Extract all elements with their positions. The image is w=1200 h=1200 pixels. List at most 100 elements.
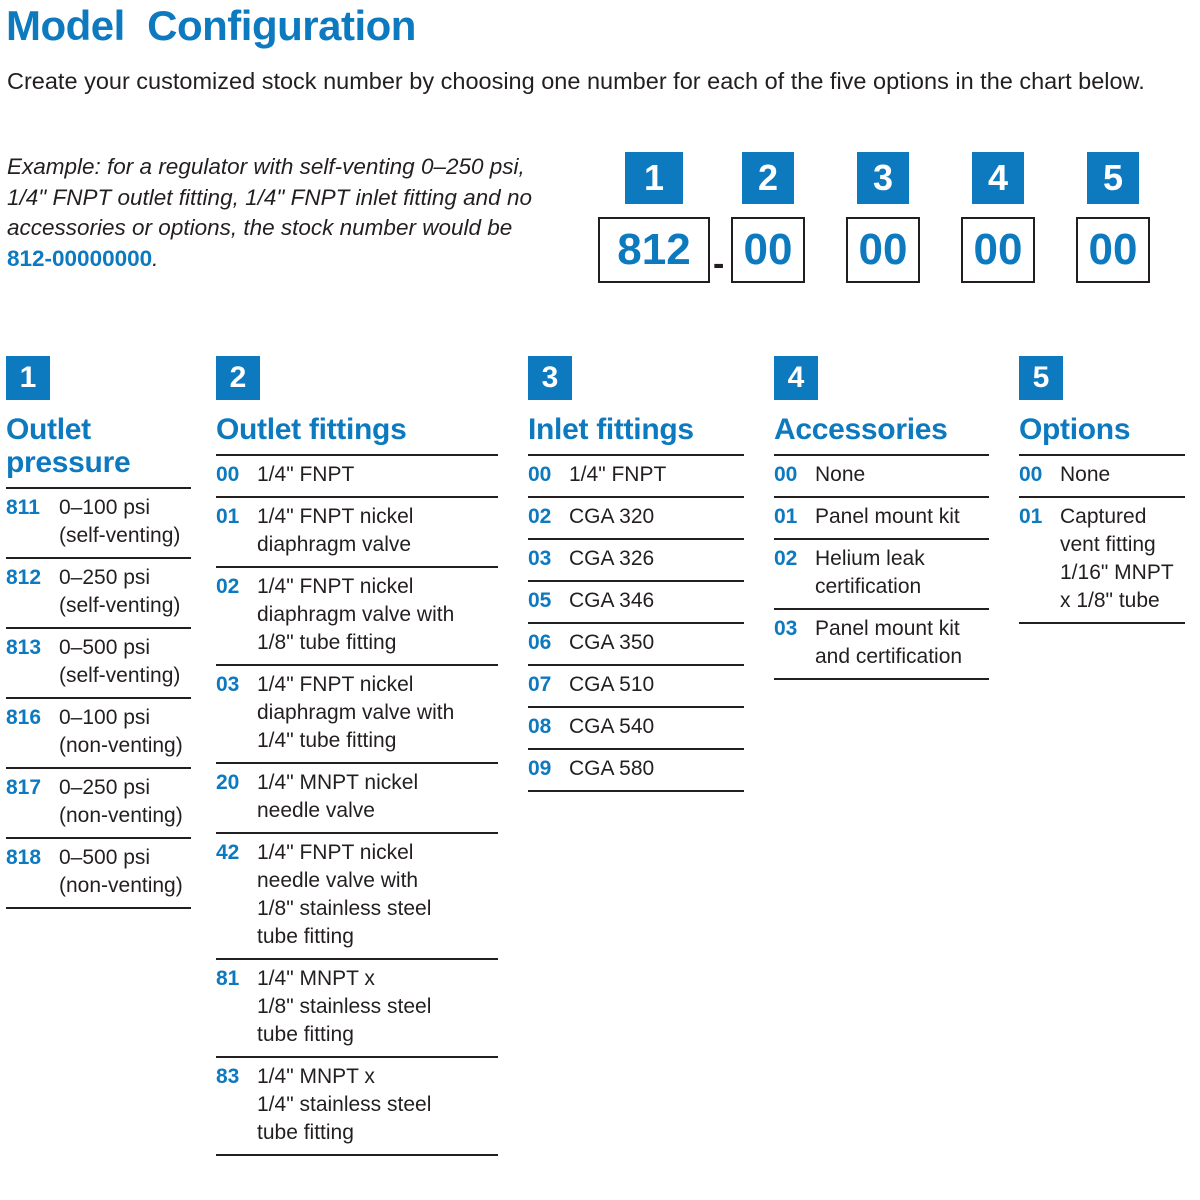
option-row[interactable]: 09 CGA 580 bbox=[528, 748, 744, 790]
option-column-3-title: Inlet fittings bbox=[528, 413, 694, 446]
option-description: CGA 510 bbox=[569, 673, 655, 696]
option-description: CGA 350 bbox=[569, 631, 655, 654]
option-column-outlet-pressure: 1 Outlet pressure 811 0–100 psi (self-ve… bbox=[6, 356, 191, 909]
option-row[interactable]: 00 1/4" FNPT bbox=[216, 454, 498, 496]
option-description: 1/4" FNPT nickel diaphragm valve with 1/… bbox=[257, 673, 455, 752]
option-code: 83 bbox=[216, 1065, 240, 1088]
column-closing-rule bbox=[528, 790, 744, 792]
option-description: None bbox=[1060, 463, 1111, 486]
option-description: 1/4" FNPT nickel diaphragm valve with 1/… bbox=[257, 575, 455, 654]
stock-slot-3: 3 00 bbox=[846, 152, 920, 283]
option-code: 05 bbox=[528, 589, 552, 612]
option-description: CGA 326 bbox=[569, 547, 655, 570]
option-row[interactable]: 812 0–250 psi (self-venting) bbox=[6, 557, 191, 627]
option-row[interactable]: 03 1/4" FNPT nickel diaphragm valve with… bbox=[216, 664, 498, 762]
option-row[interactable]: 08 CGA 540 bbox=[528, 706, 744, 748]
option-row[interactable]: 818 0–500 psi (non-venting) bbox=[6, 837, 191, 907]
option-row[interactable]: 03 CGA 326 bbox=[528, 538, 744, 580]
option-description: Panel mount kit and certification bbox=[815, 617, 963, 668]
option-column-4-title: Accessories bbox=[774, 413, 948, 446]
option-row[interactable]: 813 0–500 psi (self-venting) bbox=[6, 627, 191, 697]
option-description: Helium leak certification bbox=[815, 547, 925, 598]
option-code: 00 bbox=[216, 463, 240, 486]
option-row[interactable]: 01 Captured vent fitting 1/16" MNPT x 1/… bbox=[1019, 496, 1185, 622]
option-row[interactable]: 01 Panel mount kit bbox=[774, 496, 989, 538]
option-code: 816 bbox=[6, 706, 42, 729]
option-row[interactable]: 83 1/4" MNPT x 1/4" stainless steel tube… bbox=[216, 1056, 498, 1154]
option-description: 1/4" FNPT nickel diaphragm valve bbox=[257, 505, 414, 556]
option-code: 03 bbox=[528, 547, 552, 570]
stock-slot-5-value[interactable]: 00 bbox=[1076, 217, 1150, 283]
column-closing-rule bbox=[1019, 622, 1185, 624]
option-code: 00 bbox=[1019, 463, 1043, 486]
option-description: CGA 320 bbox=[569, 505, 655, 528]
option-row[interactable]: 07 CGA 510 bbox=[528, 664, 744, 706]
option-description: 0–500 psi (non-venting) bbox=[59, 846, 183, 897]
stock-slot-4-badge: 4 bbox=[972, 152, 1024, 204]
option-code: 42 bbox=[216, 841, 240, 864]
option-code: 01 bbox=[216, 505, 240, 528]
stock-slot-1-badge: 1 bbox=[625, 152, 683, 204]
stock-slot-1-value[interactable]: 812 bbox=[598, 217, 710, 283]
stock-slot-4-value[interactable]: 00 bbox=[961, 217, 1035, 283]
option-code: 02 bbox=[528, 505, 552, 528]
option-row[interactable]: 42 1/4" FNPT nickel needle valve with 1/… bbox=[216, 832, 498, 958]
option-description: 1/4" FNPT bbox=[257, 463, 355, 486]
intro-paragraph: Create your customized stock number by c… bbox=[7, 68, 1145, 94]
option-row[interactable]: 03 Panel mount kit and certification bbox=[774, 608, 989, 678]
option-code: 00 bbox=[774, 463, 798, 486]
stock-slot-4: 4 00 bbox=[961, 152, 1035, 283]
stock-slot-3-value[interactable]: 00 bbox=[846, 217, 920, 283]
option-code: 81 bbox=[216, 967, 240, 990]
option-row[interactable]: 00 None bbox=[1019, 454, 1185, 496]
option-column-inlet-fittings: 3 Inlet fittings 00 1/4" FNPT 02 CGA 320… bbox=[528, 356, 744, 792]
option-row[interactable]: 01 1/4" FNPT nickel diaphragm valve bbox=[216, 496, 498, 566]
option-description: CGA 580 bbox=[569, 757, 655, 780]
option-code: 02 bbox=[774, 547, 798, 570]
option-code: 00 bbox=[528, 463, 552, 486]
option-code: 03 bbox=[774, 617, 798, 640]
option-code: 03 bbox=[216, 673, 240, 696]
option-row[interactable]: 00 None bbox=[774, 454, 989, 496]
stock-slot-5-badge: 5 bbox=[1087, 152, 1139, 204]
option-row[interactable]: 02 CGA 320 bbox=[528, 496, 744, 538]
column-closing-rule bbox=[6, 907, 191, 909]
option-row[interactable]: 811 0–100 psi (self-venting) bbox=[6, 487, 191, 557]
option-column-2-title: Outlet fittings bbox=[216, 413, 407, 446]
example-stock-number: 812-00000000 bbox=[7, 245, 153, 271]
option-column-5-badge: 5 bbox=[1019, 356, 1063, 400]
option-row[interactable]: 816 0–100 psi (non-venting) bbox=[6, 697, 191, 767]
option-column-3-rows: 00 1/4" FNPT 02 CGA 320 03 CGA 326 05 CG… bbox=[528, 454, 744, 792]
option-code: 818 bbox=[6, 846, 42, 869]
option-column-2-rows: 00 1/4" FNPT 01 1/4" FNPT nickel diaphra… bbox=[216, 454, 498, 1156]
option-row[interactable]: 20 1/4" MNPT nickel needle valve bbox=[216, 762, 498, 832]
option-description: 0–100 psi (non-venting) bbox=[59, 706, 183, 757]
option-description: 0–250 psi (non-venting) bbox=[59, 776, 183, 827]
option-column-4-rows: 00 None 01 Panel mount kit 02 Helium lea… bbox=[774, 454, 989, 680]
option-row[interactable]: 817 0–250 psi (non-venting) bbox=[6, 767, 191, 837]
option-row[interactable]: 02 1/4" FNPT nickel diaphragm valve with… bbox=[216, 566, 498, 664]
option-row[interactable]: 81 1/4" MNPT x 1/8" stainless steel tube… bbox=[216, 958, 498, 1056]
option-code: 813 bbox=[6, 636, 42, 659]
option-row[interactable]: 00 1/4" FNPT bbox=[528, 454, 744, 496]
option-description: 0–100 psi (self-venting) bbox=[59, 496, 181, 547]
option-description: CGA 540 bbox=[569, 715, 655, 738]
option-row[interactable]: 06 CGA 350 bbox=[528, 622, 744, 664]
option-row[interactable]: 05 CGA 346 bbox=[528, 580, 744, 622]
option-code: 06 bbox=[528, 631, 552, 654]
option-description: 1/4" MNPT nickel needle valve bbox=[257, 771, 419, 822]
option-description: 0–250 psi (self-venting) bbox=[59, 566, 181, 617]
option-code: 09 bbox=[528, 757, 552, 780]
option-code: 07 bbox=[528, 673, 552, 696]
option-code: 08 bbox=[528, 715, 552, 738]
option-code: 811 bbox=[6, 496, 40, 519]
stock-slot-3-badge: 3 bbox=[857, 152, 909, 204]
stock-slot-2-value[interactable]: 00 bbox=[731, 217, 805, 283]
page-title: Model Configuration bbox=[6, 2, 416, 49]
option-description: None bbox=[815, 463, 866, 486]
stock-slot-1: 1 812 bbox=[598, 152, 710, 283]
option-column-3-badge: 3 bbox=[528, 356, 572, 400]
option-row[interactable]: 02 Helium leak certification bbox=[774, 538, 989, 608]
option-column-5-title: Options bbox=[1019, 413, 1131, 446]
option-code: 01 bbox=[1019, 505, 1043, 528]
